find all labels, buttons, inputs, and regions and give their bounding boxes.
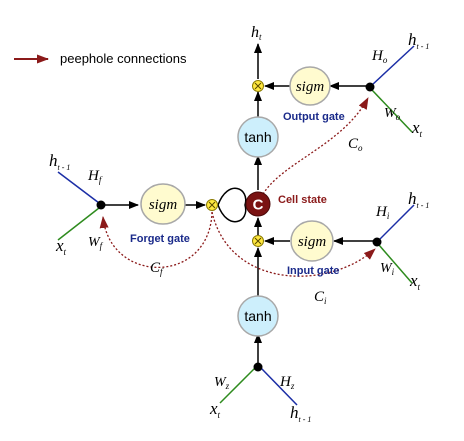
forget-x-line xyxy=(57,207,100,241)
input-x-label: xt xyxy=(409,271,421,292)
z-x-line xyxy=(219,367,256,404)
forget-x-label: xt xyxy=(55,236,67,257)
cell-letter: C xyxy=(253,197,264,214)
forget-junction xyxy=(96,200,106,210)
tanh-bottom-node: tanh xyxy=(237,295,279,337)
legend: peephole connections xyxy=(14,51,187,66)
z-h-line xyxy=(260,367,298,406)
input-sigm-label: sigm xyxy=(298,234,327,250)
output-x-label: xt xyxy=(411,118,423,139)
tanh-top-node: tanh xyxy=(237,116,279,158)
input-mult-node xyxy=(252,235,264,247)
peephole-input xyxy=(211,211,376,277)
output-mult-node xyxy=(252,80,264,92)
cell-state-node: C xyxy=(245,191,271,217)
forget-gate-label: Forget gate xyxy=(130,233,190,245)
cell-state-label: Cell state xyxy=(278,194,327,206)
peephole-forget xyxy=(99,211,213,269)
wz-label: Wz xyxy=(214,375,230,391)
forget-mult-node xyxy=(206,199,218,211)
forget-h-line xyxy=(57,171,100,204)
input-hprev-label: ht - 1 xyxy=(408,189,429,210)
hz-label: Hz xyxy=(279,374,295,391)
input-x-line xyxy=(378,244,413,284)
output-h-line xyxy=(371,45,415,86)
forget-sigm-node: sigm xyxy=(140,183,186,225)
input-junction xyxy=(372,237,382,247)
z-x-label: xt xyxy=(209,399,221,420)
output-gate-label: Output gate xyxy=(283,111,345,123)
input-sigm-node: sigm xyxy=(290,220,334,262)
z-junction xyxy=(253,362,263,372)
cf-label: Cf xyxy=(150,260,164,277)
ht-output-label: ht xyxy=(251,24,262,42)
output-hprev-label: ht - 1 xyxy=(408,30,429,51)
tanh-bottom-label: tanh xyxy=(244,308,271,324)
hi-label: Hi xyxy=(375,204,390,221)
input-gate-label: Input gate xyxy=(287,265,340,277)
output-x-line xyxy=(371,89,413,133)
co-label: Co xyxy=(348,136,363,153)
forget-sigm-label: sigm xyxy=(149,197,178,213)
ho-label: Ho xyxy=(371,48,388,65)
forget-hprev-label: ht - 1 xyxy=(49,151,70,172)
cell-recurrent-loop xyxy=(217,187,247,223)
wf-label: Wf xyxy=(88,235,104,251)
z-hprev-label: ht - 1 xyxy=(290,403,311,424)
wo-label: Wo xyxy=(384,106,401,122)
legend-label: peephole connections xyxy=(60,51,187,66)
output-sigm-label: sigm xyxy=(296,79,325,95)
wi-label: Wi xyxy=(380,261,395,277)
hf-label: Hf xyxy=(87,168,103,185)
output-junction xyxy=(365,82,375,92)
tanh-top-label: tanh xyxy=(244,129,271,145)
output-sigm-node: sigm xyxy=(289,66,331,106)
ci-label: Ci xyxy=(314,289,327,306)
input-h-line xyxy=(378,204,415,241)
